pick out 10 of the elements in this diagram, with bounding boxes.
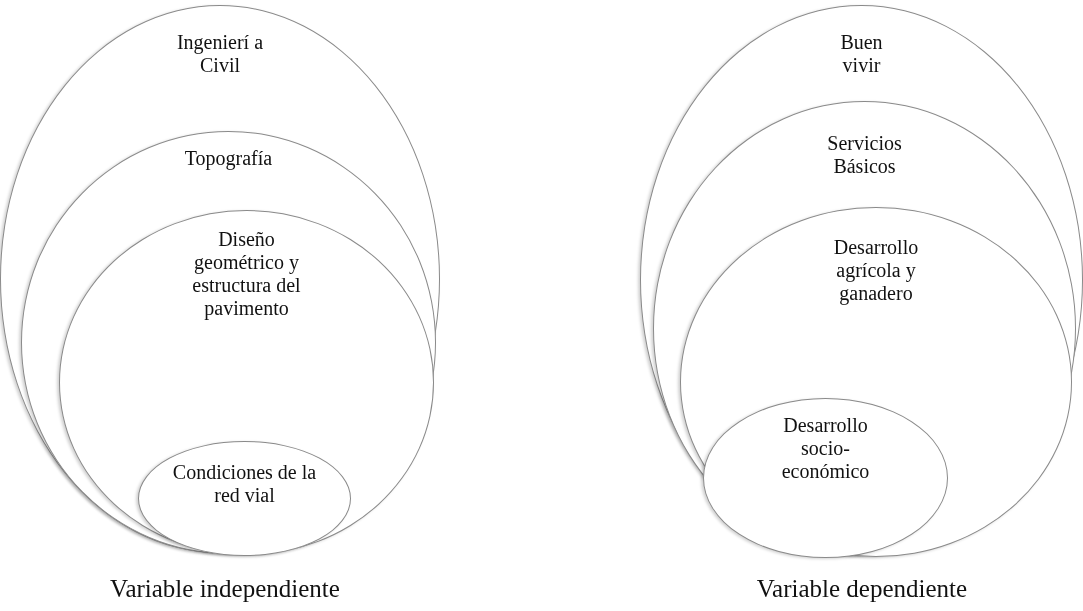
ellipse-label: Topografía [183, 147, 274, 170]
ellipse-label: Ingenierí a Civil [175, 31, 265, 77]
ellipse-label: Servicios Básicos [826, 132, 903, 178]
ellipse-label: Desarrollo agrícola y ganadero [832, 236, 920, 305]
ellipse-label: Diseño geométrico y estructura del pavimento [191, 228, 302, 320]
caption-text: Variable dependiente [756, 575, 968, 603]
ellipse-label: Condiciones de la red vial [171, 461, 318, 507]
ellipse-label: Desarrollo socio- económico [780, 414, 871, 483]
ellipse-label: Buen vivir [839, 31, 884, 77]
caption-text: Variable independiente [110, 575, 340, 603]
